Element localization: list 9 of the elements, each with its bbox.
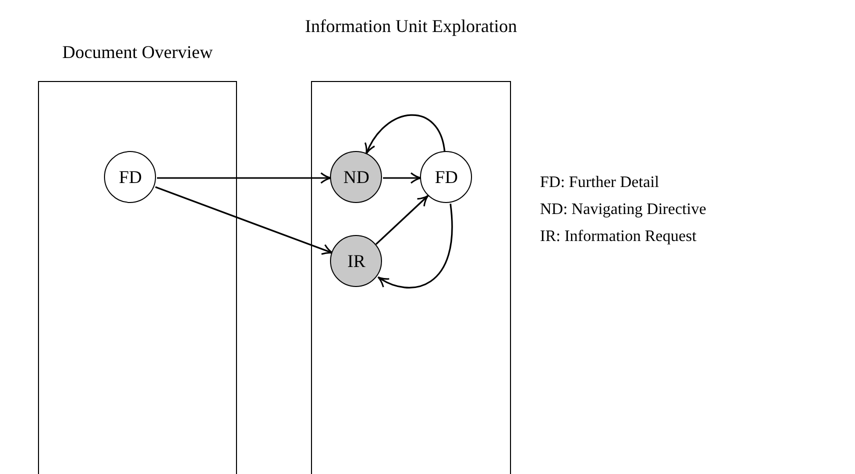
panel-heading: Document Overview [61,41,214,64]
state-circle: ND [330,151,382,204]
panel-heading: Information Unit Exploration [304,15,518,38]
legend-text: FD: Further Detail [540,174,660,192]
legend-text: ND: Navigating Directive [540,201,706,219]
state-circle: IR [330,235,382,288]
state-circle: FD [420,151,472,204]
legend-text: IR: Information Request [540,228,696,246]
state-circle: FD [104,151,156,204]
